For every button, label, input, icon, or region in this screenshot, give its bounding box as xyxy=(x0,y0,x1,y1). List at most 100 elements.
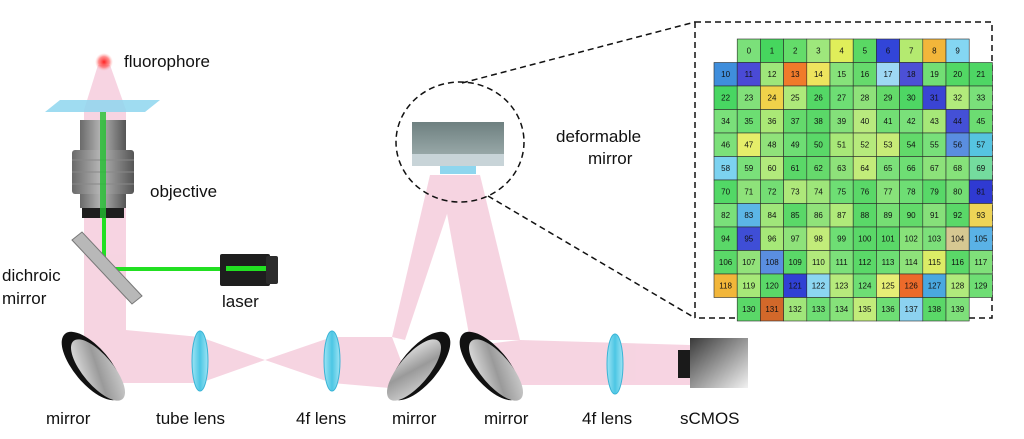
actuator-number: 78 xyxy=(907,187,916,196)
actuator-number: 132 xyxy=(789,305,803,314)
actuator-number: 128 xyxy=(951,281,965,290)
actuator-number: 26 xyxy=(814,93,823,102)
excitation-beam-horizontal xyxy=(104,267,226,271)
actuator-number: 123 xyxy=(835,281,849,290)
actuator-number: 122 xyxy=(812,281,826,290)
fold-mirror-3 xyxy=(459,331,523,401)
actuator-number: 75 xyxy=(837,187,846,196)
actuator-number: 33 xyxy=(976,93,985,102)
zoom-line-bottom xyxy=(487,195,696,319)
actuator-number: 101 xyxy=(881,234,895,243)
coverslip xyxy=(45,100,160,112)
actuator-number: 46 xyxy=(721,140,730,149)
actuator-number: 40 xyxy=(860,117,869,126)
actuator-number: 98 xyxy=(814,234,823,243)
fourf-lens-1 xyxy=(323,330,341,392)
actuator-number: 8 xyxy=(932,46,937,55)
actuator-number: 72 xyxy=(768,187,777,196)
mirror1-label: mirror xyxy=(46,409,91,428)
fluorophore-label: fluorophore xyxy=(124,52,210,71)
actuator-number: 13 xyxy=(791,70,800,79)
actuator-number: 76 xyxy=(860,187,869,196)
actuator-number: 6 xyxy=(886,46,891,55)
actuator-number: 82 xyxy=(721,211,730,220)
mirror2-label: mirror xyxy=(392,409,437,428)
actuator-number: 88 xyxy=(860,211,869,220)
actuator-number: 43 xyxy=(930,117,939,126)
actuator-number: 9 xyxy=(955,46,960,55)
actuator-number: 106 xyxy=(719,258,733,267)
fold-mirror-2 xyxy=(387,331,451,401)
dichroic-mirror xyxy=(71,231,143,305)
actuator-number: 119 xyxy=(742,281,755,290)
scmos-label: sCMOS xyxy=(680,409,740,428)
actuator-number: 2 xyxy=(793,46,798,55)
actuator-number: 27 xyxy=(837,93,846,102)
actuator-number: 38 xyxy=(814,117,823,126)
actuator-number: 15 xyxy=(837,70,846,79)
actuator-number: 23 xyxy=(744,93,753,102)
actuator-number: 5 xyxy=(863,46,868,55)
actuator-number: 79 xyxy=(930,187,939,196)
actuator-number: 1 xyxy=(770,46,775,55)
actuator-number: 111 xyxy=(836,258,849,267)
actuator-number: 102 xyxy=(905,234,919,243)
fluorophore-dot xyxy=(95,53,113,71)
actuator-number: 31 xyxy=(930,93,939,102)
actuator-number: 39 xyxy=(837,117,846,126)
actuator-number: 4 xyxy=(839,46,844,55)
actuator-number: 134 xyxy=(835,305,849,314)
actuator-number: 60 xyxy=(768,164,777,173)
actuator-number: 57 xyxy=(976,140,985,149)
actuator-number: 70 xyxy=(721,187,730,196)
deformable-mirror xyxy=(412,122,504,174)
actuator-number: 114 xyxy=(905,258,918,267)
actuator-number: 29 xyxy=(884,93,893,102)
actuator-number: 129 xyxy=(974,281,988,290)
actuator-number: 112 xyxy=(858,258,871,267)
actuator-cell xyxy=(945,297,970,322)
actuator-number: 126 xyxy=(905,281,919,290)
actuator-number: 137 xyxy=(905,305,919,314)
actuator-number: 90 xyxy=(907,211,916,220)
actuator-number: 109 xyxy=(789,258,803,267)
actuator-number: 25 xyxy=(791,93,800,102)
actuator-number: 18 xyxy=(907,70,916,79)
actuator-number: 14 xyxy=(814,70,823,79)
actuator-number: 139 xyxy=(951,305,965,314)
actuator-number: 96 xyxy=(768,234,777,243)
actuator-number: 52 xyxy=(860,140,869,149)
deformable-label-line2: mirror xyxy=(588,149,633,168)
actuator-number: 41 xyxy=(884,117,893,126)
scmos-camera xyxy=(678,338,748,388)
actuator-number: 34 xyxy=(721,117,730,126)
actuator-number: 104 xyxy=(951,234,965,243)
actuator-number: 69 xyxy=(976,164,985,173)
actuator-number: 84 xyxy=(768,211,777,220)
actuator-number: 93 xyxy=(976,211,985,220)
excitation-beam-vertical xyxy=(102,218,106,270)
actuator-number: 103 xyxy=(928,234,942,243)
actuator-number: 127 xyxy=(928,281,942,290)
actuator-cell xyxy=(968,273,993,298)
actuator-number: 7 xyxy=(909,46,914,55)
actuator-number: 45 xyxy=(976,117,985,126)
actuator-number: 110 xyxy=(812,258,825,267)
actuator-number: 74 xyxy=(814,187,823,196)
actuator-number: 99 xyxy=(837,234,846,243)
actuator-number: 48 xyxy=(768,140,777,149)
actuator-number: 53 xyxy=(884,140,893,149)
actuator-number: 124 xyxy=(858,281,872,290)
objective-label: objective xyxy=(150,182,217,201)
actuator-number: 21 xyxy=(976,70,985,79)
actuator-number: 115 xyxy=(928,258,941,267)
actuator-number: 89 xyxy=(884,211,893,220)
actuator-number: 121 xyxy=(789,281,803,290)
actuator-number: 130 xyxy=(742,305,756,314)
actuator-number: 80 xyxy=(953,187,962,196)
actuator-number: 85 xyxy=(791,211,800,220)
actuator-number: 86 xyxy=(814,211,823,220)
actuator-number: 24 xyxy=(768,93,777,102)
actuator-number: 66 xyxy=(907,164,916,173)
